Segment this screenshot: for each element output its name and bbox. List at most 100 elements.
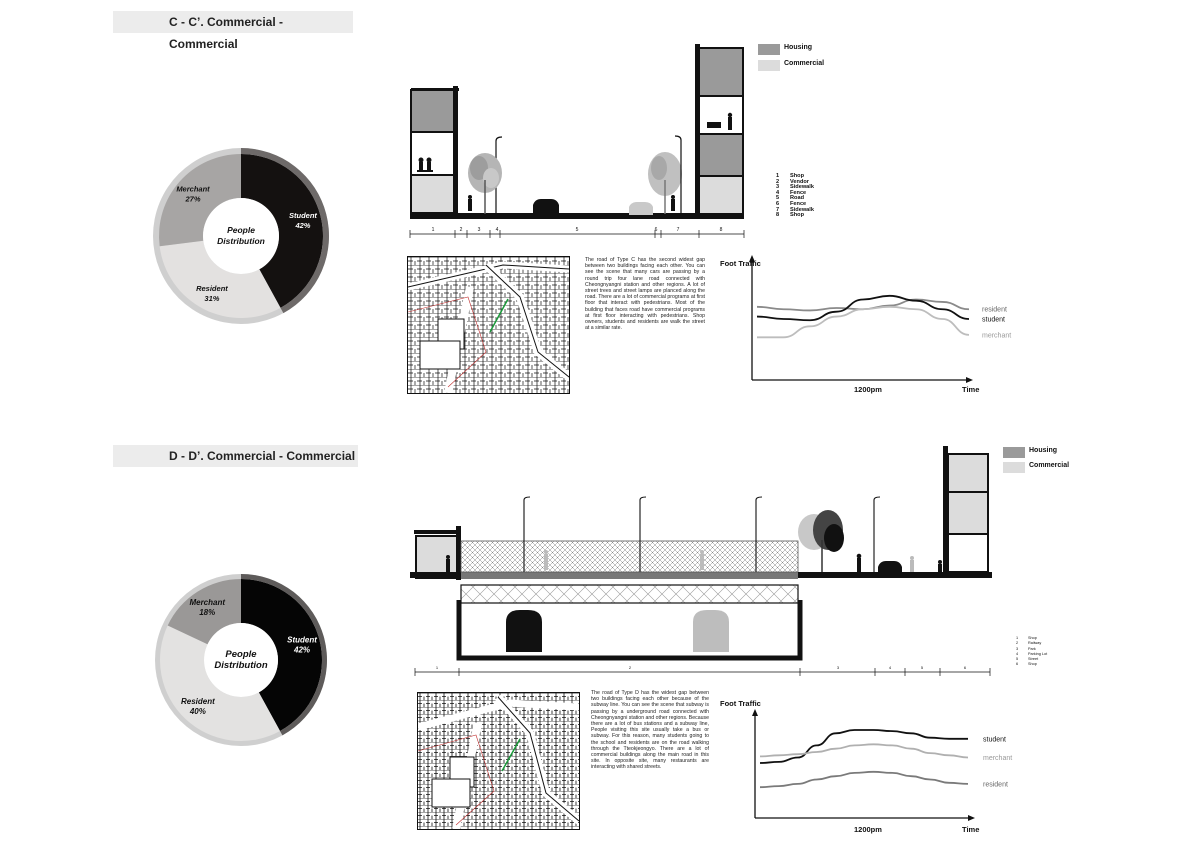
donut-slice-percent: 42% [293,645,310,654]
x-tick-label: 1200pm [854,385,882,394]
y-axis-label: Foot Traffic [720,259,761,268]
dim-label: 3 [837,665,840,670]
cafe-people-icon [417,157,433,172]
donut-slice-percent: 18% [199,608,215,617]
series-label-student: student [982,317,1005,324]
donut-chart-c: Student42%Resident31%Merchant27%PeopleDi… [153,148,329,324]
section-c-title: C - C’. Commercial - Commercial [113,11,353,51]
street-tree-right-icon [648,152,682,214]
donut-slice-percent: 42% [294,221,310,230]
donut-slice-merchant [167,579,241,645]
dim-label: 2 [460,227,463,233]
donut-slice-percent: 40% [189,707,206,716]
description-d: The road of Type D has the widest gap be… [591,690,709,771]
donut-center [204,623,278,697]
donut-chart-d: Student42%Resident40%Merchant18%PeopleDi… [155,574,327,746]
legend-commercial-label: Commercial [1029,462,1070,469]
legend-housing-swatch [758,44,780,55]
legend-commercial-label: Commercial [784,60,825,67]
donut-center-label: Distribution [214,660,267,671]
tree-cluster-icon [798,510,844,572]
donut-slice-label: Student [287,635,317,644]
dim-label: 7 [677,227,680,233]
street-section-drawing-c: 1 2 3 4 5 6 7 8 [409,44,745,238]
site-map-c [407,256,570,394]
donut-slice-merchant [159,153,241,247]
x-tick-label: 1200pm [854,825,882,834]
donut-slice-percent: 31% [204,294,219,303]
dim-label: 5 [921,665,924,670]
donut-slice-percent: 27% [184,195,200,204]
dim-label: 1 [432,227,435,233]
car-icon [878,561,902,574]
dim-label: 6 [964,665,967,670]
series-label-resident: resident [982,307,1007,314]
ground-line [410,213,744,219]
pedestrian-icon [468,195,472,211]
series-label-student: student [983,736,1006,743]
dim-label: 3 [478,227,481,233]
subway-train-gray-icon [693,610,729,652]
street-lamp-right-icon [674,135,682,214]
subway-tunnel [456,600,803,661]
foot-traffic-chart-c: Foot Traffic Time 1200pm residentstudent… [720,255,1011,394]
section-d-title: D - D’. Commercial - Commercial [113,445,358,467]
legend-housing-label: Housing [1029,447,1057,454]
donut-slice-label: Student [289,211,317,220]
dim-label: 8 [720,227,723,233]
series-line-student [759,729,968,764]
donut-slice-resident [160,625,281,741]
car-icon [533,199,559,215]
donut-slice-student [241,154,323,308]
donut-slice-resident [159,240,281,318]
donut-slice-label: Merchant [176,185,210,194]
donut-slice-label: Resident [181,697,215,706]
section-c-title-text: C - C’. Commercial - Commercial [169,15,284,51]
donut-slice-student [241,579,322,731]
series-line-resident [759,770,969,789]
legend-housing-swatch [1003,447,1025,458]
bridge-truss [460,584,799,604]
y-axis-label: Foot Traffic [720,699,761,708]
series-line-merchant [759,743,969,759]
series-line-merchant [756,305,970,339]
bridge-fence [460,540,799,573]
series-label-resident: resident [983,781,1008,788]
left-building-housing [410,89,456,133]
series-label-merchant: merchant [983,755,1012,762]
legend-housing-label: Housing [784,44,812,51]
description-c: The road of Type C has the second widest… [585,257,705,332]
x-axis-label: Time [962,825,979,834]
legend-commercial-swatch [758,60,780,71]
axis-lines [749,255,973,383]
dim-label: 5 [576,227,579,233]
series-line-student [756,294,970,322]
car-gray-icon [629,202,653,215]
pedestrian-right-icon [671,195,675,211]
street-section-drawing-d: 1 2 3 4 5 6 [410,446,992,676]
dim-label: 4 [496,227,499,233]
axis-lines [752,709,975,821]
dim-label: 2 [629,665,632,670]
donut-slice-label: Resident [196,284,228,293]
legend-commercial-swatch [1003,462,1025,473]
site-map-d [417,692,580,830]
dim-label: 1 [436,665,439,670]
